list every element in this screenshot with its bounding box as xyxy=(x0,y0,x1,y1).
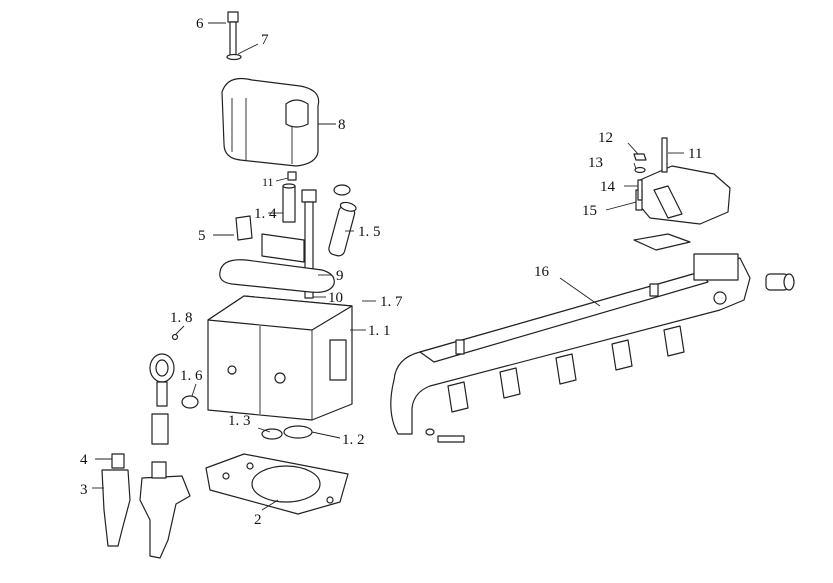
stud-11 xyxy=(661,137,668,173)
ring-1-6 xyxy=(181,395,199,409)
bolt-6 xyxy=(227,11,239,57)
bolt xyxy=(437,435,465,443)
thermostat-housing-15 xyxy=(635,165,731,225)
stud-14 xyxy=(637,179,643,201)
label-1-1: 1. 1 xyxy=(368,323,391,339)
gasket-9 xyxy=(219,259,335,293)
seal-1-3 xyxy=(261,428,283,440)
nut-11 xyxy=(287,171,297,181)
exhaust-manifold-16 xyxy=(390,253,751,435)
tube-1-5 xyxy=(328,201,357,257)
label-9: 9 xyxy=(336,268,344,284)
label-1-5: 1. 5 xyxy=(358,224,381,240)
seal-1-2 xyxy=(283,425,313,439)
washer xyxy=(425,428,435,436)
label-12: 12 xyxy=(598,130,613,146)
label-14: 14 xyxy=(600,179,616,195)
label-1-8: 1. 8 xyxy=(170,310,193,326)
rocker-3 xyxy=(101,469,131,547)
label-15: 15 xyxy=(582,203,597,219)
nut-12 xyxy=(633,153,647,161)
label-4: 4 xyxy=(80,452,88,468)
label-1-3: 1. 3 xyxy=(228,413,251,429)
plug-5 xyxy=(235,215,253,241)
sleeve-1-4 xyxy=(282,183,296,223)
label-11b: 11 xyxy=(688,146,702,162)
injector-sleeve-10 xyxy=(301,189,317,299)
pin-1-8 xyxy=(171,333,179,341)
o-ring-top xyxy=(333,184,351,196)
label-1-7: 1. 7 xyxy=(380,294,403,310)
label-6: 6 xyxy=(196,16,204,32)
rocker-assembly xyxy=(139,461,191,559)
label-16: 16 xyxy=(534,264,550,280)
label-1-4: 1. 4 xyxy=(254,206,277,222)
label-1-6: 1. 6 xyxy=(180,368,203,384)
cylinder-head-cover-8 xyxy=(221,77,320,167)
head-gasket-2 xyxy=(205,453,349,515)
label-13: 13 xyxy=(588,155,603,171)
leader-lines xyxy=(92,22,684,511)
label-10: 10 xyxy=(328,290,343,306)
label-2: 2 xyxy=(254,512,262,528)
label-1-2: 1. 2 xyxy=(342,432,365,448)
washer-13 xyxy=(634,166,646,174)
label-5: 5 xyxy=(198,228,206,244)
label-3: 3 xyxy=(80,482,88,498)
cylinder-head-1-1 xyxy=(207,295,353,421)
washer-7 xyxy=(226,53,242,61)
callout-labels: 6 7 8 11 1. 4 1. 5 5 9 10 1. 7 1. 8 1. 1… xyxy=(80,16,702,528)
part-4 xyxy=(111,453,125,469)
label-7: 7 xyxy=(261,32,269,48)
housing-gasket xyxy=(633,233,691,251)
label-8: 8 xyxy=(338,117,346,133)
connector xyxy=(151,413,169,445)
lifting-eye xyxy=(149,353,175,407)
plug-right xyxy=(765,273,795,291)
bracket xyxy=(261,233,305,263)
label-11a: 11 xyxy=(262,175,274,189)
